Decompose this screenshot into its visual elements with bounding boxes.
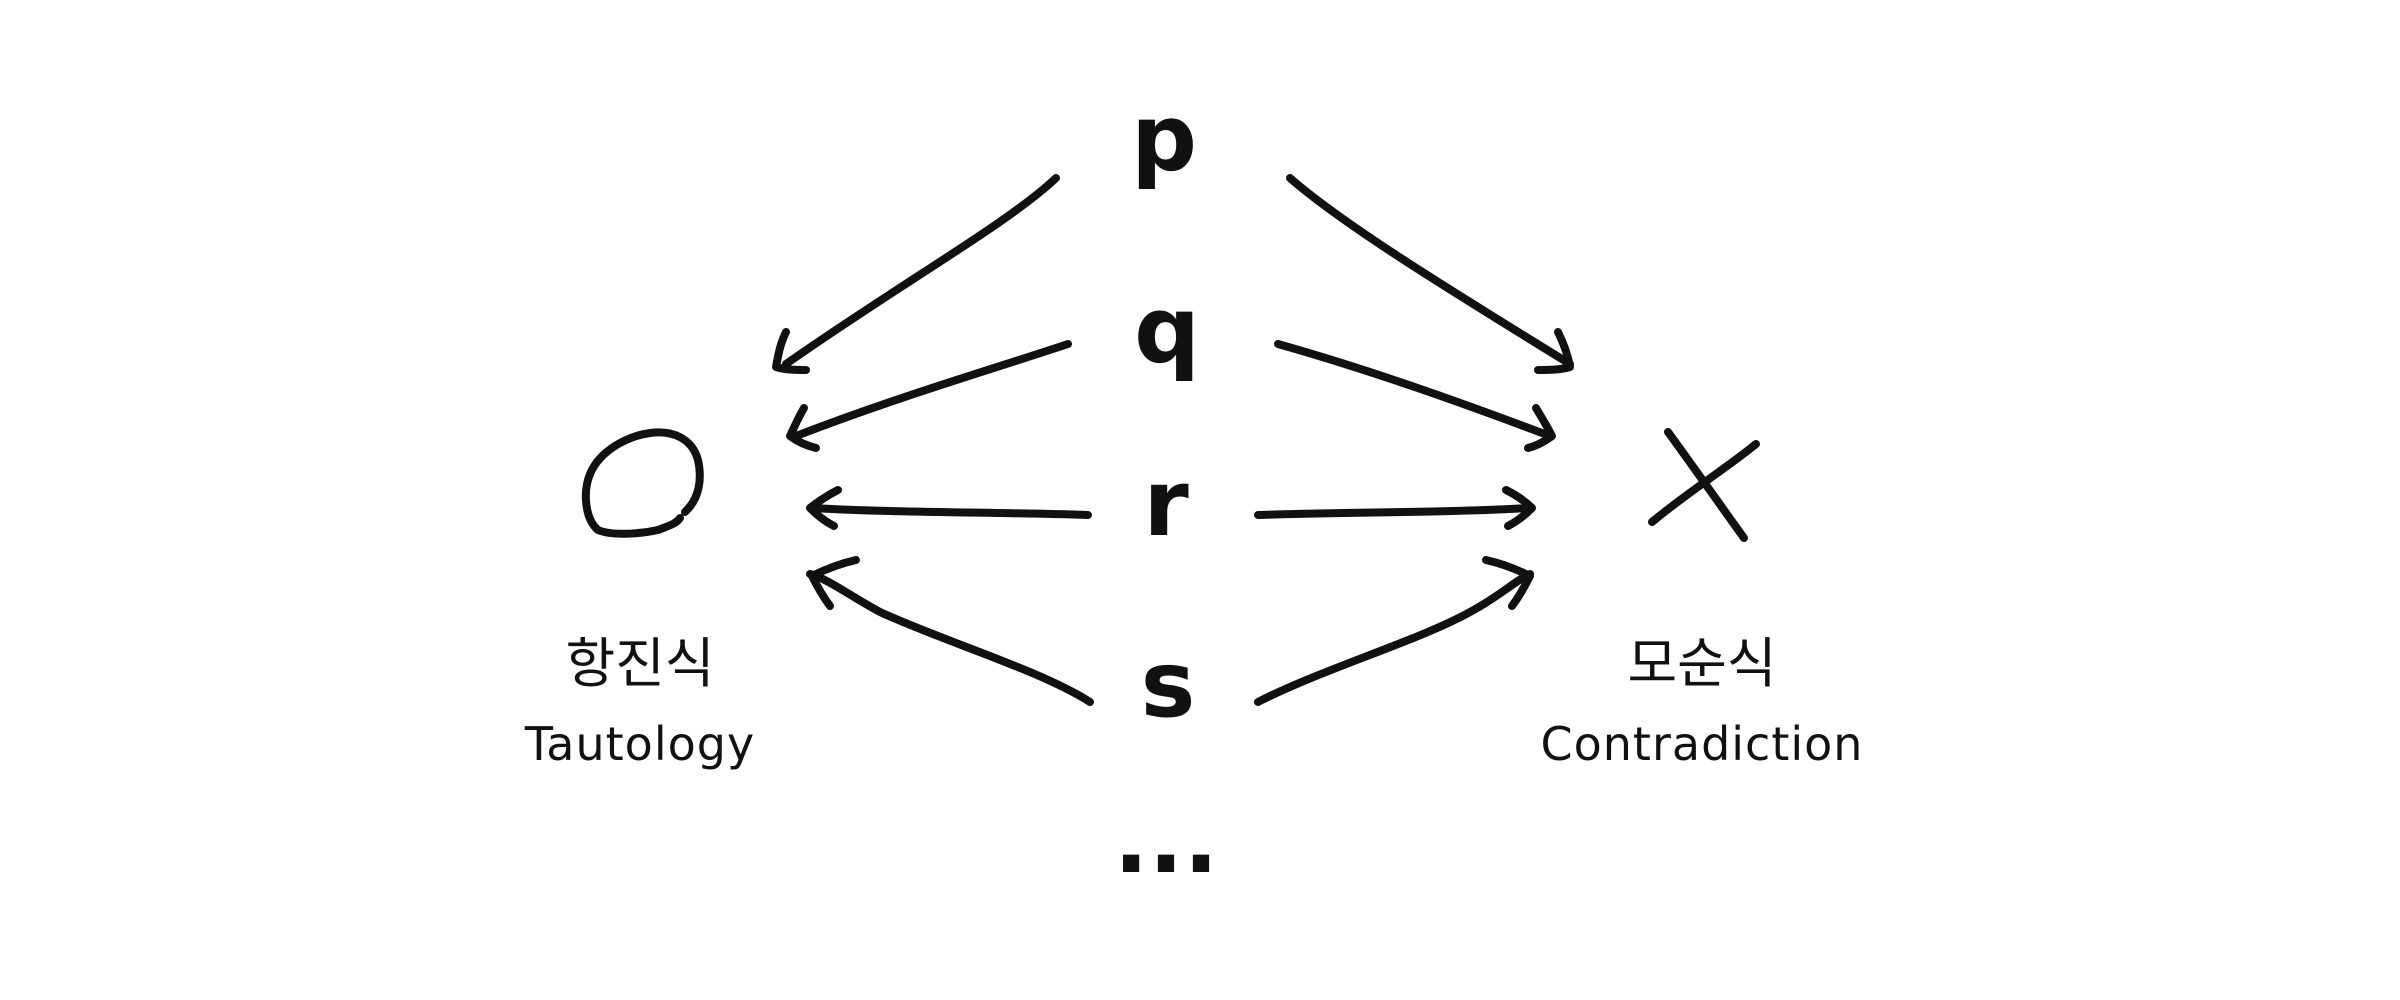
tautology-english-label: Tautology (524, 717, 755, 771)
variable-p: p (1131, 85, 1197, 192)
arrow-p-to-contradiction (1286, 174, 1574, 374)
arrow-r-to-contradiction (1254, 486, 1536, 530)
variable-r: r (1143, 450, 1189, 557)
arrow-s-to-tautology (806, 556, 1094, 706)
ellipsis: ... (1114, 787, 1219, 894)
contradiction-korean-label: 모순식 (1627, 632, 1776, 695)
arrow-p-to-tautology (772, 174, 1060, 374)
arrow-q-to-tautology (786, 340, 1072, 452)
variable-s: s (1141, 631, 1196, 738)
variable-q: q (1134, 277, 1200, 384)
arrow-r-to-tautology (806, 486, 1092, 530)
arrow-q-to-contradiction (1274, 340, 1556, 452)
tautology-circle-icon (581, 428, 704, 538)
contradiction-english-label: Contradiction (1541, 717, 1864, 771)
tautology-korean-label: 항진식 (565, 632, 714, 695)
contradiction-cross-icon-stroke-2 (1648, 440, 1760, 526)
arrow-s-to-contradiction (1254, 556, 1534, 706)
